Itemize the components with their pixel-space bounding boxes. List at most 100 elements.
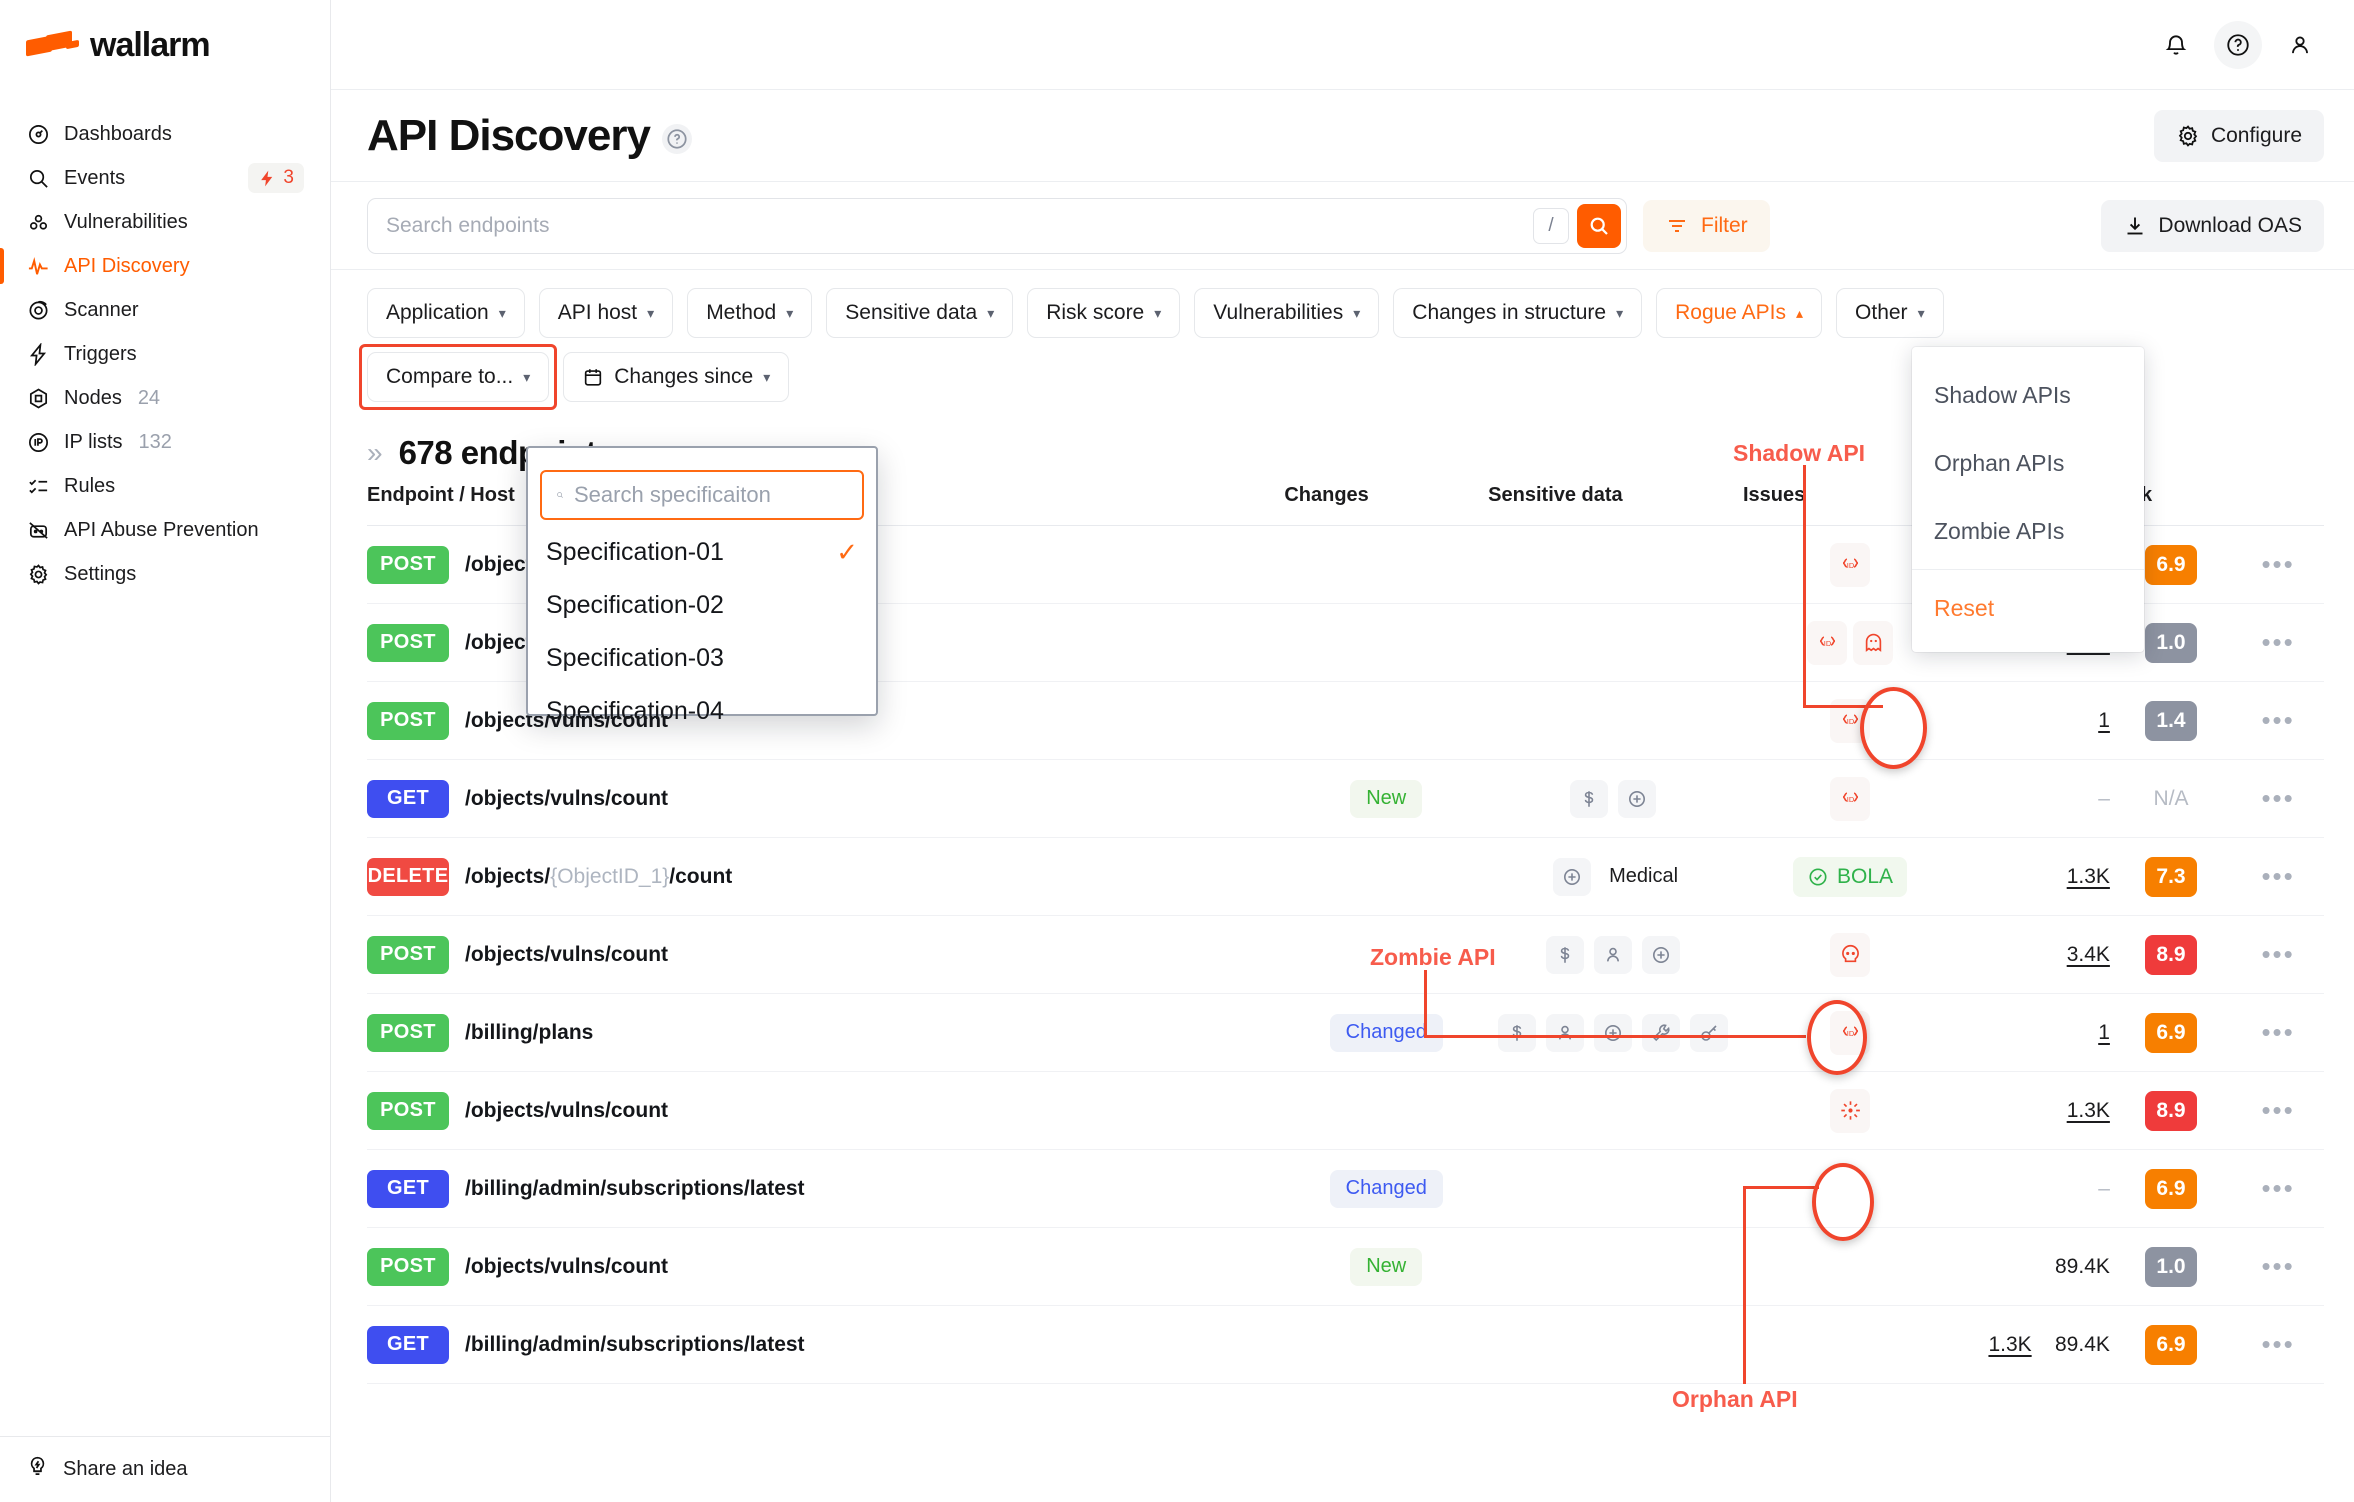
cell-endpoint[interactable]: POST/objects/vulns/count bbox=[367, 1071, 1285, 1150]
table-row[interactable]: POST/billing/plans Changed ID 1 6.9 ••• bbox=[367, 993, 2324, 1072]
filter-chip-risk-score[interactable]: Risk score ▾ bbox=[1027, 288, 1181, 338]
filter-chip-rogue-apis[interactable]: Rogue APIs ▴ bbox=[1656, 288, 1823, 338]
filter-chip-changes-in-structure[interactable]: Changes in structure ▾ bbox=[1393, 288, 1643, 338]
row-actions-button[interactable]: ••• bbox=[2232, 1227, 2324, 1306]
request-count-link[interactable]: 1 bbox=[2098, 708, 2110, 732]
menu-item-shadow-apis[interactable]: Shadow APIs bbox=[1934, 381, 2071, 408]
request-count-link[interactable]: 1.3K bbox=[1988, 1332, 2032, 1356]
account-button[interactable] bbox=[2276, 20, 2324, 69]
filter-chip-sensitive-data[interactable]: Sensitive data ▾ bbox=[826, 288, 1014, 338]
filter-chip-vulnerabilities[interactable]: Vulnerabilities ▾ bbox=[1194, 288, 1380, 338]
cell-endpoint[interactable]: POST/objects/vulns/count bbox=[367, 1227, 1285, 1306]
cell-endpoint[interactable]: GET/billing/admin/subscriptions/latest bbox=[367, 1149, 1285, 1228]
cell-endpoint[interactable]: DELETE/objects/{ObjectID_1}/count bbox=[367, 837, 1285, 916]
row-actions-button[interactable]: ••• bbox=[2232, 915, 2324, 994]
search-endpoints-box[interactable]: / bbox=[367, 197, 1627, 254]
dollar-icon[interactable] bbox=[1497, 1013, 1536, 1052]
endpoint-path[interactable]: /billing/plans bbox=[465, 1020, 594, 1044]
share-an-idea-button[interactable]: Share an idea bbox=[0, 1436, 330, 1502]
medical-cross-icon[interactable] bbox=[1593, 1013, 1632, 1052]
search-submit-button[interactable] bbox=[1577, 203, 1621, 248]
row-actions-button[interactable]: ••• bbox=[2232, 993, 2324, 1072]
filter-chip-api-host[interactable]: API host ▾ bbox=[538, 288, 674, 338]
sidebar-item-rules[interactable]: Rules bbox=[0, 464, 330, 508]
sidebar-item-ip-lists[interactable]: IP lists 132 bbox=[0, 420, 330, 464]
filter-chip-other[interactable]: Other ▾ bbox=[1836, 288, 1944, 338]
bola-badge[interactable]: BOLA bbox=[1792, 856, 1908, 897]
orphan-burst-icon[interactable] bbox=[1830, 1088, 1870, 1133]
specification-option-01[interactable]: Specification-01 ✓ bbox=[528, 526, 876, 579]
configure-button[interactable]: Configure bbox=[2153, 109, 2324, 162]
sidebar-item-vulnerabilities[interactable]: Vulnerabilities bbox=[0, 200, 330, 244]
filter-chip-application[interactable]: Application ▾ bbox=[367, 288, 525, 338]
ghost-icon[interactable] bbox=[1853, 620, 1893, 665]
endpoint-path[interactable]: /objects/{ObjectID_1}/count bbox=[465, 864, 733, 888]
dollar-icon[interactable] bbox=[1569, 779, 1608, 818]
medical-cross-icon[interactable] bbox=[1553, 857, 1592, 896]
endpoint-path[interactable]: /objects/vulns/count bbox=[465, 786, 669, 810]
table-row[interactable]: DELETE/objects/{ObjectID_1}/count Medica… bbox=[367, 837, 2324, 916]
brand-logo[interactable]: wallarm bbox=[0, 0, 330, 90]
table-row[interactable]: POST/objects/vulns/count 3.4K 8.9 ••• bbox=[367, 915, 2324, 994]
sidebar-item-api-abuse-prevention[interactable]: API Abuse Prevention bbox=[0, 508, 330, 552]
chevron-double-right-icon[interactable]: » bbox=[367, 437, 383, 468]
column-sensitive-data[interactable]: Sensitive data bbox=[1488, 474, 1743, 526]
id-token-icon[interactable]: ID bbox=[1830, 776, 1870, 821]
row-actions-button[interactable]: ••• bbox=[2232, 1071, 2324, 1150]
row-actions-button[interactable]: ••• bbox=[2232, 1149, 2324, 1228]
row-actions-button[interactable]: ••• bbox=[2232, 603, 2324, 682]
row-actions-button[interactable]: ••• bbox=[2232, 837, 2324, 916]
filter-chip-compare-to[interactable]: Compare to... ▾ bbox=[358, 344, 558, 410]
table-row[interactable]: GET/billing/admin/subscriptions/latest C… bbox=[367, 1149, 2324, 1228]
download-oas-button[interactable]: Download OAS bbox=[2101, 199, 2324, 252]
help-button[interactable] bbox=[2214, 20, 2262, 69]
specification-search-input[interactable] bbox=[574, 482, 862, 508]
cell-endpoint[interactable]: POST/objects/vulns/count bbox=[367, 915, 1285, 994]
table-row[interactable]: POST/objects/vulns/count New 89.4K 1.0 •… bbox=[367, 1227, 2324, 1306]
menu-item-reset[interactable]: Reset bbox=[1934, 594, 1995, 621]
sidebar-item-nodes[interactable]: Nodes 24 bbox=[0, 376, 330, 420]
specification-search-box[interactable] bbox=[540, 470, 864, 520]
wrench-icon[interactable] bbox=[1641, 1013, 1680, 1052]
cell-endpoint[interactable]: POST/billing/plans bbox=[367, 993, 1285, 1072]
filter-chip-changes-since[interactable]: Changes since ▾ bbox=[563, 352, 790, 402]
skull-icon[interactable] bbox=[1830, 932, 1870, 977]
request-count-link[interactable]: 3.4K bbox=[2066, 942, 2110, 966]
endpoint-path[interactable]: /objects/vulns/count bbox=[465, 1254, 669, 1278]
table-row[interactable]: GET/objects/vulns/count New ID – N/A ••• bbox=[367, 759, 2324, 838]
specification-option-04[interactable]: Specification-04 bbox=[528, 685, 876, 738]
request-count-link[interactable]: 1.3K bbox=[2066, 1098, 2110, 1122]
filter-button[interactable]: Filter bbox=[1643, 199, 1770, 252]
endpoint-path[interactable]: /objects/vulns/count bbox=[465, 1098, 669, 1122]
medical-cross-icon[interactable] bbox=[1641, 935, 1680, 974]
medical-cross-icon[interactable] bbox=[1617, 779, 1656, 818]
sidebar-item-scanner[interactable]: Scanner bbox=[0, 288, 330, 332]
id-token-icon[interactable]: ID bbox=[1807, 620, 1847, 665]
menu-item-orphan-apis[interactable]: Orphan APIs bbox=[1934, 449, 2065, 476]
specification-option-03[interactable]: Specification-03 bbox=[528, 632, 876, 685]
row-actions-button[interactable]: ••• bbox=[2232, 681, 2324, 760]
endpoint-path[interactable]: /billing/admin/subscriptions/latest bbox=[465, 1332, 805, 1356]
endpoint-path[interactable]: /billing/admin/subscriptions/latest bbox=[465, 1176, 805, 1200]
specification-option-02[interactable]: Specification-02 bbox=[528, 579, 876, 632]
sidebar-item-api-discovery[interactable]: API Discovery bbox=[0, 244, 330, 288]
row-actions-button[interactable]: ••• bbox=[2232, 759, 2324, 838]
page-help-icon[interactable] bbox=[661, 123, 692, 154]
notifications-button[interactable] bbox=[2152, 20, 2200, 69]
dollar-icon[interactable] bbox=[1545, 935, 1584, 974]
row-actions-button[interactable]: ••• bbox=[2232, 1305, 2324, 1384]
menu-item-zombie-apis[interactable]: Zombie APIs bbox=[1934, 517, 2065, 544]
person-icon[interactable] bbox=[1593, 935, 1632, 974]
key-icon[interactable] bbox=[1689, 1013, 1728, 1052]
sidebar-item-settings[interactable]: Settings bbox=[0, 552, 330, 596]
search-input[interactable] bbox=[386, 213, 1533, 238]
request-count-link[interactable]: 1 bbox=[2098, 1020, 2110, 1044]
sidebar-item-triggers[interactable]: Triggers bbox=[0, 332, 330, 376]
person-icon[interactable] bbox=[1545, 1013, 1584, 1052]
filter-chip-method[interactable]: Method ▾ bbox=[687, 288, 813, 338]
request-count-link[interactable]: 1.3K bbox=[2066, 864, 2110, 888]
table-row[interactable]: POST/objects/vulns/count 1.3K 8.9 ••• bbox=[367, 1071, 2324, 1150]
sidebar-item-events[interactable]: Events 3 bbox=[0, 156, 330, 200]
id-token-icon[interactable]: ID bbox=[1830, 542, 1870, 587]
cell-endpoint[interactable]: GET/billing/admin/subscriptions/latest bbox=[367, 1305, 1285, 1384]
